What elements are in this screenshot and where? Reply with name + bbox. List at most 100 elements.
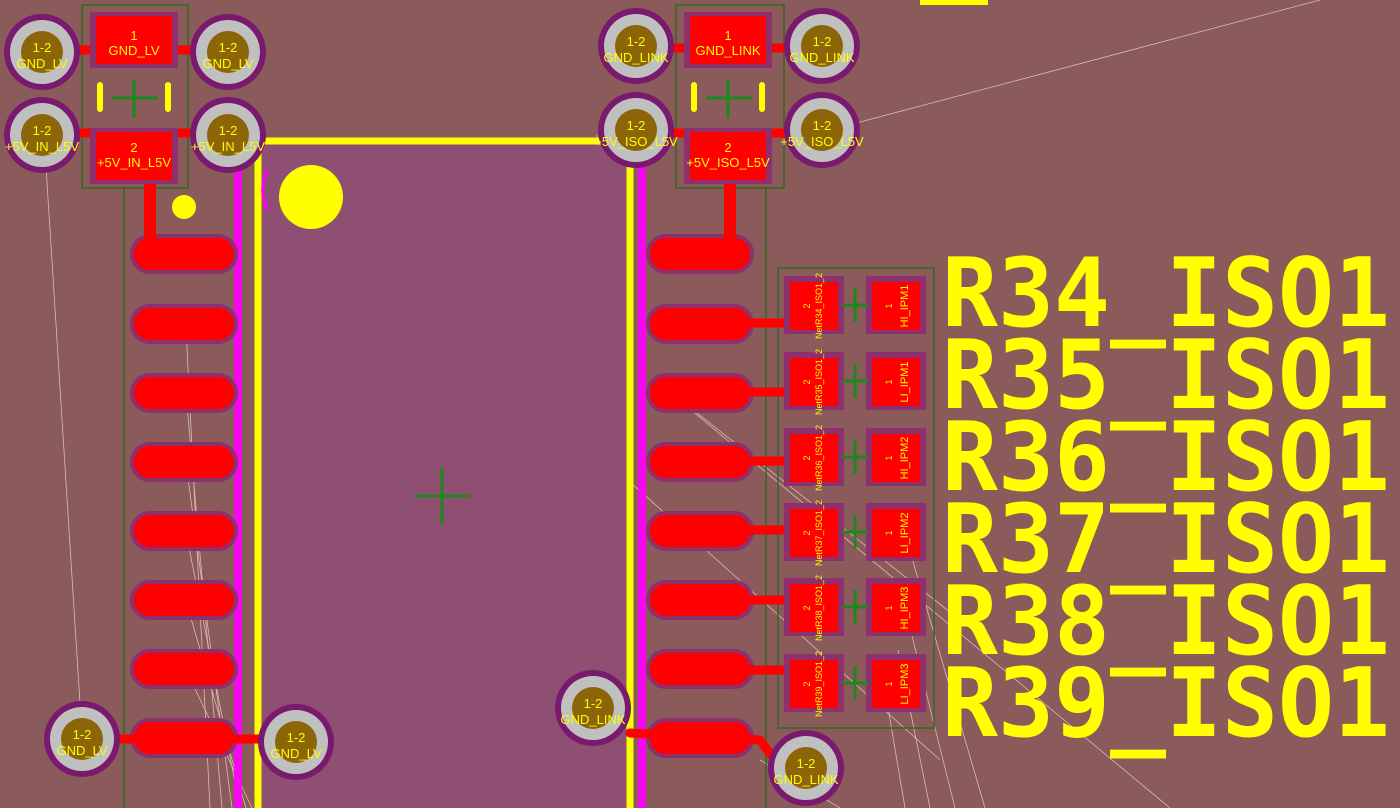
r34-pad2-num: 2 [802, 303, 812, 308]
r38-pad2-net: NetR38_ISO1_2 [814, 575, 824, 641]
cap-left-pad2-num: 2 [130, 140, 137, 155]
capacitor-right[interactable]: 1 GND_LINK 2 +5V_ISO_L5V [684, 12, 772, 184]
via-net: +5V_IN_L5V [5, 139, 79, 154]
designator-labels[interactable]: R34_ISO1 R35_ISO1 R36_ISO1 R37_ISO1 R38_… [942, 239, 1390, 759]
resistor-r36[interactable]: 2 NetR36_ISO1_2 1 HI_IPM2 [784, 425, 926, 491]
via-num: 1-2 [584, 696, 603, 711]
r38-pad1-net: HI_IPM3 [899, 587, 911, 630]
designator-r39[interactable]: R39_ISO1 [942, 649, 1390, 759]
via-num: 1-2 [219, 123, 238, 138]
via-net: GND_LINK [789, 50, 854, 65]
pin1-dot [172, 195, 196, 219]
via-net: GND_LINK [603, 50, 668, 65]
resistor-array[interactable]: 2 NetR34_ISO1_2 1 HI_IPM1 2 NetR35_ISO1_… [784, 273, 926, 717]
vias[interactable]: 1-2 GND_LV 1-2 GND_LV 1-2 +5V_IN_L5V 1-2… [4, 8, 864, 806]
r35-pad2-num: 2 [802, 379, 812, 384]
via[interactable]: 1-2 +5V_ISO_L5V [780, 92, 864, 168]
ic-pad[interactable] [130, 718, 238, 758]
cap-right-pad2-num: 2 [724, 140, 731, 155]
ic-left-pads[interactable] [130, 234, 238, 758]
via-num: 1-2 [33, 123, 52, 138]
r38-pad2-num: 2 [802, 605, 812, 610]
via-net: GND_LV [270, 746, 321, 761]
via[interactable]: 1-2 GND_LINK [598, 8, 674, 84]
r39-pad1-num: 1 [884, 681, 894, 686]
capacitor-left[interactable]: 1 GND_LV 2 +5V_IN_L5V [90, 12, 178, 184]
via-net: +5V_ISO_L5V [594, 134, 678, 149]
via-net: GND_LINK [773, 772, 838, 787]
via-net: GND_LINK [560, 712, 625, 727]
via-net: GND_LV [16, 56, 67, 71]
r36-pad2-num: 2 [802, 455, 812, 460]
via[interactable]: 1-2 GND_LV [190, 14, 266, 90]
r35-pad1-num: 1 [884, 379, 894, 384]
ic-pad[interactable] [130, 234, 238, 274]
cap-right-pad2-net: +5V_ISO_L5V [686, 155, 770, 170]
ic-pad[interactable] [130, 511, 238, 551]
cap-left-pad1-num: 1 [130, 28, 137, 43]
via[interactable]: 1-2 GND_LV [44, 701, 120, 777]
designator-r34[interactable]: R34_ISO1 [942, 239, 1390, 349]
r35-pad1-net: LI_IPM1 [899, 362, 911, 403]
via-net: +5V_IN_L5V [191, 139, 265, 154]
via[interactable]: 1-2 GND_LINK [555, 670, 631, 746]
r35-pad2-net: NetR35_ISO1_2 [814, 349, 824, 415]
ic-pad[interactable] [130, 373, 238, 413]
via[interactable]: 1-2 GND_LINK [784, 8, 860, 84]
r37-pad2-num: 2 [802, 530, 812, 535]
designator-r36[interactable]: R36_ISO1 [942, 403, 1390, 513]
r34-pad1-num: 1 [884, 303, 894, 308]
resistor-r38[interactable]: 2 NetR38_ISO1_2 1 HI_IPM3 [784, 575, 926, 641]
via-num: 1-2 [73, 727, 92, 742]
ic-pad[interactable] [130, 580, 238, 620]
designator-r37[interactable]: R37_ISO1 [942, 485, 1390, 595]
ic-pad[interactable] [646, 234, 754, 274]
r36-pad2-net: NetR36_ISO1_2 [814, 425, 824, 491]
via-num: 1-2 [219, 40, 238, 55]
via[interactable]: 1-2 +5V_IN_L5V [4, 97, 80, 173]
r36-pad1-num: 1 [884, 455, 894, 460]
r38-pad1-num: 1 [884, 605, 894, 610]
via[interactable]: 1-2 GND_LINK [768, 730, 844, 806]
cap-right-pad1-num: 1 [724, 28, 731, 43]
via-num: 1-2 [627, 118, 646, 133]
silk-mark [920, 0, 988, 5]
via-num: 1-2 [33, 40, 52, 55]
via-num: 1-2 [813, 118, 832, 133]
r37-pad1-net: LI_IPM2 [899, 513, 911, 554]
via-num: 1-2 [287, 730, 306, 745]
r34-pad1-net: HI_IPM1 [899, 285, 911, 328]
r34-pad2-net: NetR34_ISO1_2 [814, 273, 824, 339]
ic-pad[interactable] [130, 442, 238, 482]
ic-pad[interactable] [130, 304, 238, 344]
cap-left-pad1-net: GND_LV [108, 43, 159, 58]
via-num: 1-2 [813, 34, 832, 49]
resistor-r34[interactable]: 2 NetR34_ISO1_2 1 HI_IPM1 [784, 273, 926, 339]
r39-pad2-net: NetR39_ISO1_2 [814, 651, 824, 717]
via[interactable]: 1-2 +5V_IN_L5V [190, 97, 266, 173]
via-num: 1-2 [797, 756, 816, 771]
cap-right-pad1-net: GND_LINK [695, 43, 760, 58]
via[interactable]: 1-2 GND_LV [258, 704, 334, 780]
resistor-r35[interactable]: 2 NetR35_ISO1_2 1 LI_IPM1 [784, 349, 926, 415]
r39-pad1-net: LI_IPM3 [899, 664, 911, 705]
r37-pad1-num: 1 [884, 530, 894, 535]
via-net: GND_LV [202, 56, 253, 71]
r36-pad1-net: HI_IPM2 [899, 437, 911, 480]
courtyard-outlines [81, 4, 935, 808]
resistor-r39[interactable]: 2 NetR39_ISO1_2 1 LI_IPM3 [784, 651, 926, 717]
via-net: +5V_ISO_L5V [780, 134, 864, 149]
designator-r35[interactable]: R35_ISO1 [942, 321, 1390, 431]
r39-pad2-num: 2 [802, 681, 812, 686]
via[interactable]: 1-2 +5V_ISO_L5V [594, 92, 678, 168]
ic-pad[interactable] [130, 649, 238, 689]
designator-r38[interactable]: R38_ISO1 [942, 567, 1390, 677]
via-num: 1-2 [627, 34, 646, 49]
via[interactable]: 1-2 GND_LV [4, 14, 80, 90]
via-net: GND_LV [56, 743, 107, 758]
resistor-r37[interactable]: 2 NetR37_ISO1_2 1 LI_IPM2 [784, 500, 926, 566]
pin1-marker [279, 165, 343, 229]
r37-pad2-net: NetR37_ISO1_2 [814, 500, 824, 566]
cap-left-pad2-net: +5V_IN_L5V [97, 155, 171, 170]
